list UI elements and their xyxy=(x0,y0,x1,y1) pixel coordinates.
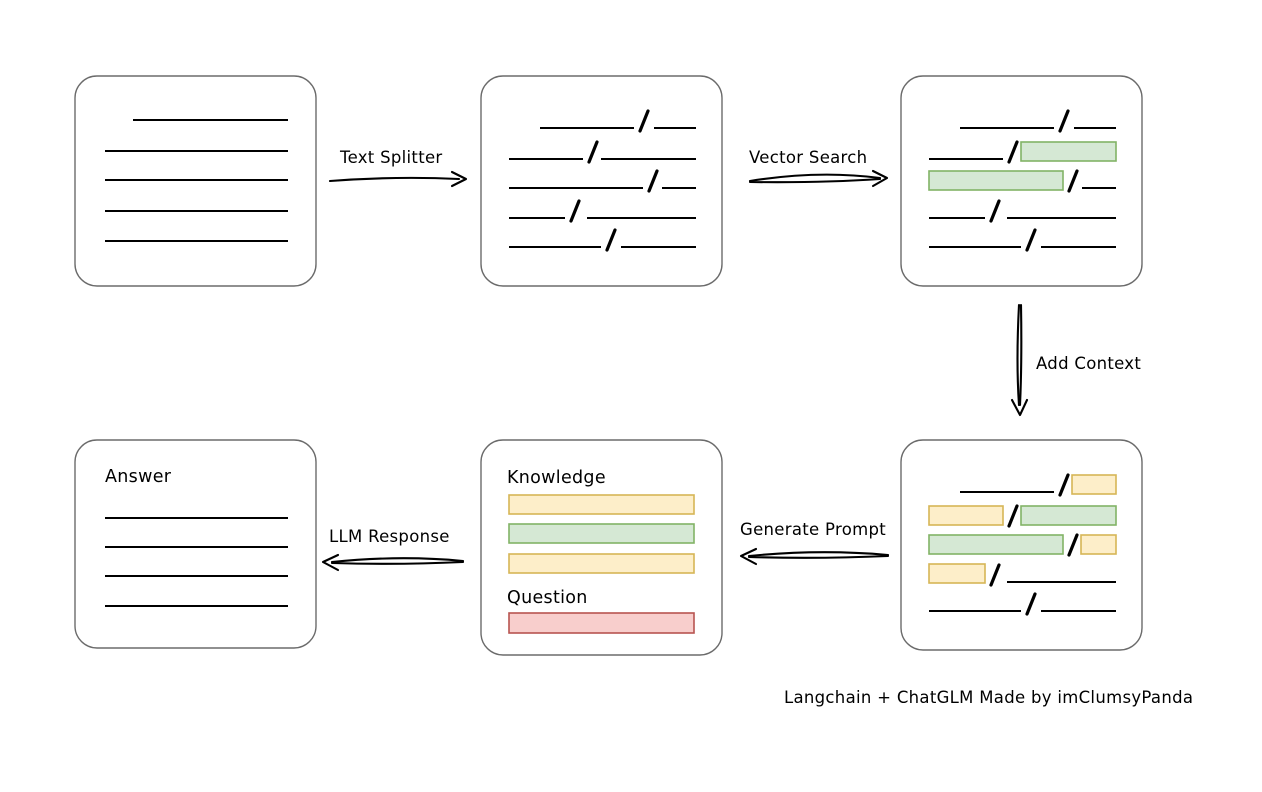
edge-label-llm-response: LLM Response xyxy=(329,527,450,546)
answer-label: Answer xyxy=(105,467,172,487)
footer-credit: Langchain + ChatGLM Made by imClumsyPand… xyxy=(784,688,1193,707)
chunk-separator xyxy=(989,563,1001,587)
chunk-separator xyxy=(1025,228,1037,252)
edge-text-splitter: Text Splitter xyxy=(328,148,468,188)
arrow-shaft-right xyxy=(1018,303,1023,407)
chunk-separator xyxy=(1007,140,1019,164)
arrow-shaft-lower xyxy=(747,554,890,559)
edge-vector-search: Vector Search xyxy=(748,148,889,188)
prompt-box[interactable] xyxy=(480,439,723,656)
knowledge-bar-green xyxy=(508,523,695,544)
chunk-separator xyxy=(1067,533,1079,557)
chunk-separator xyxy=(638,109,650,133)
chunk-separator xyxy=(605,228,617,252)
arrow-shaft-lower xyxy=(330,560,465,565)
knowledge-bar-yellow xyxy=(508,553,695,574)
knowledge-label: Knowledge xyxy=(507,468,606,488)
chunk-separator xyxy=(989,199,1001,223)
chunk-segment-yellow xyxy=(928,505,1004,526)
chunk-segment-yellow xyxy=(928,563,986,584)
node-prompt[interactable]: Knowledge Question xyxy=(480,439,723,656)
arrow-shaft xyxy=(330,557,465,564)
chunk-separator xyxy=(1058,473,1070,497)
arrow-shaft xyxy=(1016,303,1021,407)
chunk-segment-yellow xyxy=(1071,474,1117,495)
node-answer[interactable]: Answer xyxy=(74,439,317,649)
edge-label-vector-search: Vector Search xyxy=(749,148,867,167)
edge-label-add-context: Add Context xyxy=(1036,354,1141,373)
answer-box[interactable] xyxy=(74,439,317,649)
arrow-head-icon xyxy=(321,553,340,572)
question-bar-red xyxy=(508,612,695,634)
chunk-separator xyxy=(1058,109,1070,133)
edge-llm-response: LLM Response xyxy=(321,527,465,572)
chunk-separator xyxy=(1007,504,1019,528)
arrow-head-icon xyxy=(871,169,889,188)
split-chunks-box[interactable] xyxy=(480,75,723,287)
chunk-segment-green xyxy=(1020,141,1117,162)
chunk-segment-yellow xyxy=(1080,534,1117,555)
chunk-segment-green xyxy=(1020,505,1117,526)
arrow-head-icon xyxy=(450,170,468,188)
arrow-shaft-lower xyxy=(748,177,882,184)
arrow-shaft xyxy=(747,551,890,558)
chunk-segment-green xyxy=(928,170,1064,191)
arrow-shaft xyxy=(748,173,882,183)
edge-generate-prompt: Generate Prompt xyxy=(739,520,890,566)
chunk-separator xyxy=(587,140,599,164)
chunk-separator xyxy=(647,169,659,193)
node-context-chunks[interactable] xyxy=(900,439,1143,651)
chunk-separator xyxy=(569,199,581,223)
chunk-separator xyxy=(1025,592,1037,616)
chunk-separator xyxy=(1067,169,1079,193)
arrow-shaft xyxy=(328,176,461,183)
arrow-head-icon xyxy=(1010,398,1029,417)
edge-label-text-splitter: Text Splitter xyxy=(339,148,443,167)
arrow-head-icon xyxy=(739,547,758,566)
node-matched-chunks[interactable] xyxy=(900,75,1143,287)
node-split-chunks[interactable] xyxy=(480,75,723,287)
edge-add-context: Add Context xyxy=(1010,303,1141,417)
chunk-segment-green xyxy=(928,534,1064,555)
node-source-document[interactable] xyxy=(74,75,317,287)
edge-label-generate-prompt: Generate Prompt xyxy=(740,520,886,539)
question-label: Question xyxy=(507,588,588,608)
knowledge-bar-yellow xyxy=(508,494,695,515)
